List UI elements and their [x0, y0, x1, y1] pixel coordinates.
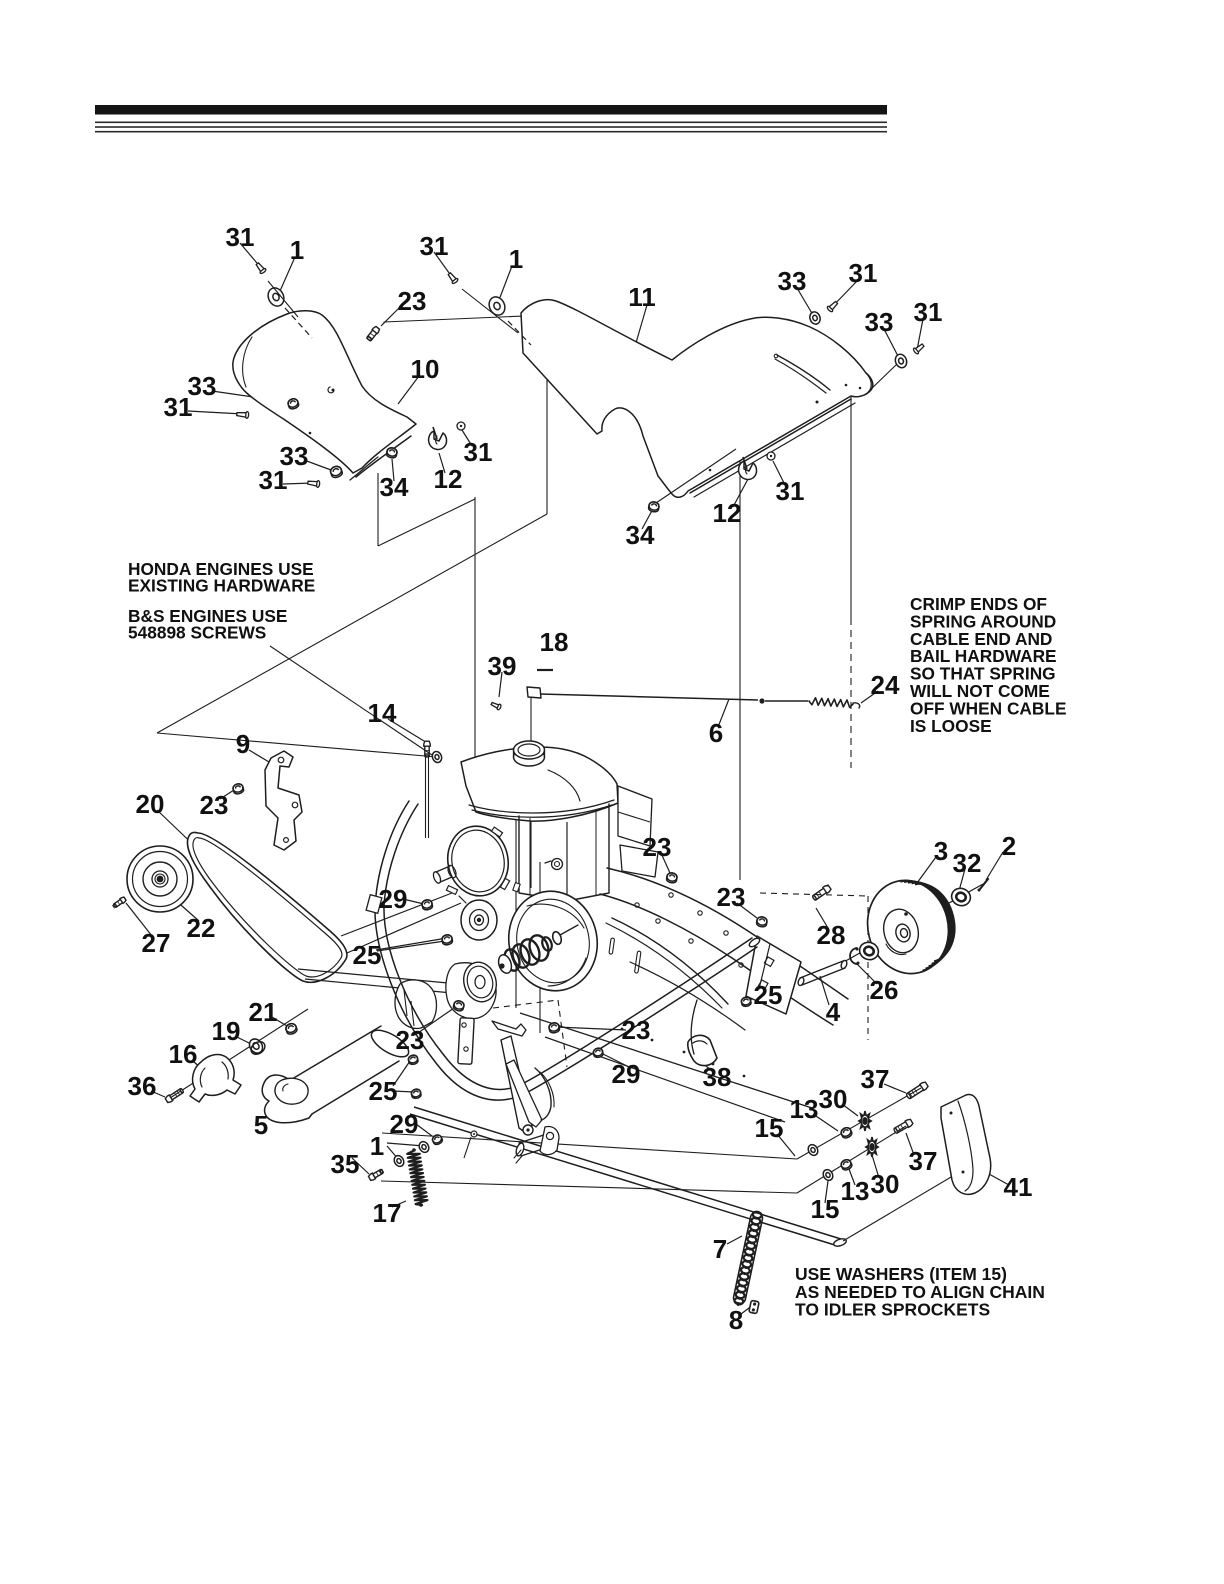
svg-text:11: 11 — [628, 282, 656, 312]
svg-text:29: 29 — [612, 1059, 641, 1089]
svg-text:31: 31 — [226, 222, 255, 252]
svg-text:24: 24 — [871, 670, 900, 700]
svg-text:31: 31 — [914, 297, 943, 327]
svg-text:28: 28 — [817, 920, 846, 950]
svg-text:15: 15 — [755, 1113, 784, 1143]
svg-text:1: 1 — [509, 244, 523, 274]
svg-text:12: 12 — [434, 464, 463, 494]
svg-text:10: 10 — [411, 354, 440, 384]
svg-text:14: 14 — [368, 698, 397, 728]
svg-text:8: 8 — [729, 1305, 743, 1335]
svg-text:33: 33 — [280, 441, 309, 471]
svg-text:37: 37 — [861, 1064, 890, 1094]
svg-text:34: 34 — [626, 520, 655, 550]
svg-text:19: 19 — [212, 1016, 241, 1046]
svg-text:33: 33 — [778, 266, 807, 296]
svg-text:31: 31 — [464, 437, 493, 467]
svg-text:23: 23 — [396, 1025, 425, 1055]
svg-text:2: 2 — [1002, 831, 1016, 861]
svg-text:26: 26 — [870, 975, 899, 1005]
svg-text:23: 23 — [717, 882, 746, 912]
svg-text:31: 31 — [776, 476, 805, 506]
svg-text:39: 39 — [488, 651, 517, 681]
svg-text:23: 23 — [200, 790, 229, 820]
svg-text:18: 18 — [540, 627, 569, 657]
svg-text:1: 1 — [290, 235, 304, 265]
svg-text:3: 3 — [934, 836, 948, 866]
svg-text:35: 35 — [331, 1149, 360, 1179]
svg-text:25: 25 — [353, 940, 382, 970]
svg-text:33: 33 — [188, 371, 217, 401]
svg-text:9: 9 — [236, 729, 250, 759]
svg-text:25: 25 — [369, 1076, 398, 1106]
svg-text:33: 33 — [865, 307, 894, 337]
svg-text:13: 13 — [790, 1094, 819, 1124]
svg-text:23: 23 — [643, 832, 672, 862]
svg-text:31: 31 — [420, 231, 449, 261]
svg-text:29: 29 — [379, 884, 408, 914]
svg-text:7: 7 — [713, 1234, 727, 1264]
svg-text:USE WASHERS (ITEM 15)AS NEEDED: USE WASHERS (ITEM 15)AS NEEDED TO ALIGN … — [795, 1264, 1045, 1320]
svg-text:6: 6 — [709, 718, 723, 748]
svg-text:41: 41 — [1004, 1172, 1033, 1202]
svg-text:12: 12 — [713, 498, 742, 528]
svg-text:34: 34 — [380, 472, 409, 502]
svg-text:22: 22 — [187, 913, 216, 943]
svg-text:30: 30 — [871, 1169, 900, 1199]
svg-text:31: 31 — [259, 465, 288, 495]
svg-text:23: 23 — [398, 286, 427, 316]
svg-text:31: 31 — [849, 258, 878, 288]
svg-text:5: 5 — [254, 1110, 268, 1140]
svg-text:37: 37 — [909, 1146, 938, 1176]
svg-text:1: 1 — [370, 1131, 384, 1161]
svg-text:13: 13 — [841, 1176, 870, 1206]
svg-text:36: 36 — [128, 1071, 157, 1101]
svg-text:38: 38 — [703, 1062, 732, 1092]
svg-text:21: 21 — [249, 997, 278, 1027]
svg-text:20: 20 — [136, 789, 165, 819]
svg-text:29: 29 — [390, 1109, 419, 1139]
svg-text:16: 16 — [169, 1039, 198, 1069]
svg-text:27: 27 — [142, 928, 171, 958]
svg-text:15: 15 — [811, 1194, 840, 1224]
svg-text:4: 4 — [826, 997, 841, 1027]
svg-text:23: 23 — [622, 1015, 651, 1045]
svg-text:31: 31 — [164, 392, 193, 422]
svg-text:17: 17 — [373, 1198, 402, 1228]
svg-text:25: 25 — [754, 980, 783, 1010]
svg-text:30: 30 — [819, 1084, 848, 1114]
svg-text:32: 32 — [953, 848, 982, 878]
